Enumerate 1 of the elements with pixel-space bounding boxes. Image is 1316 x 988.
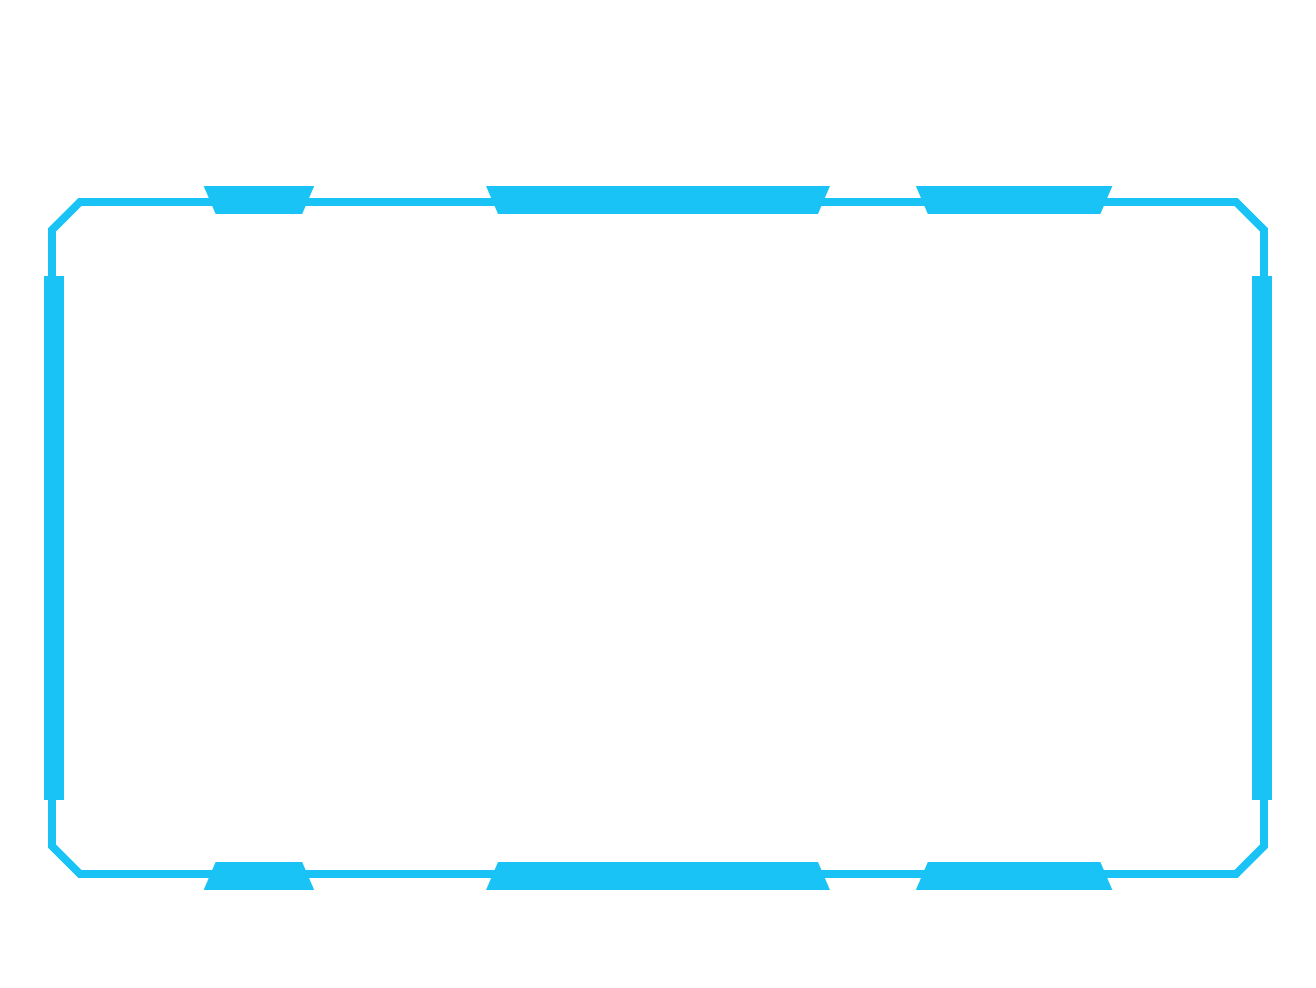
frame-drawing (44, 186, 1272, 890)
